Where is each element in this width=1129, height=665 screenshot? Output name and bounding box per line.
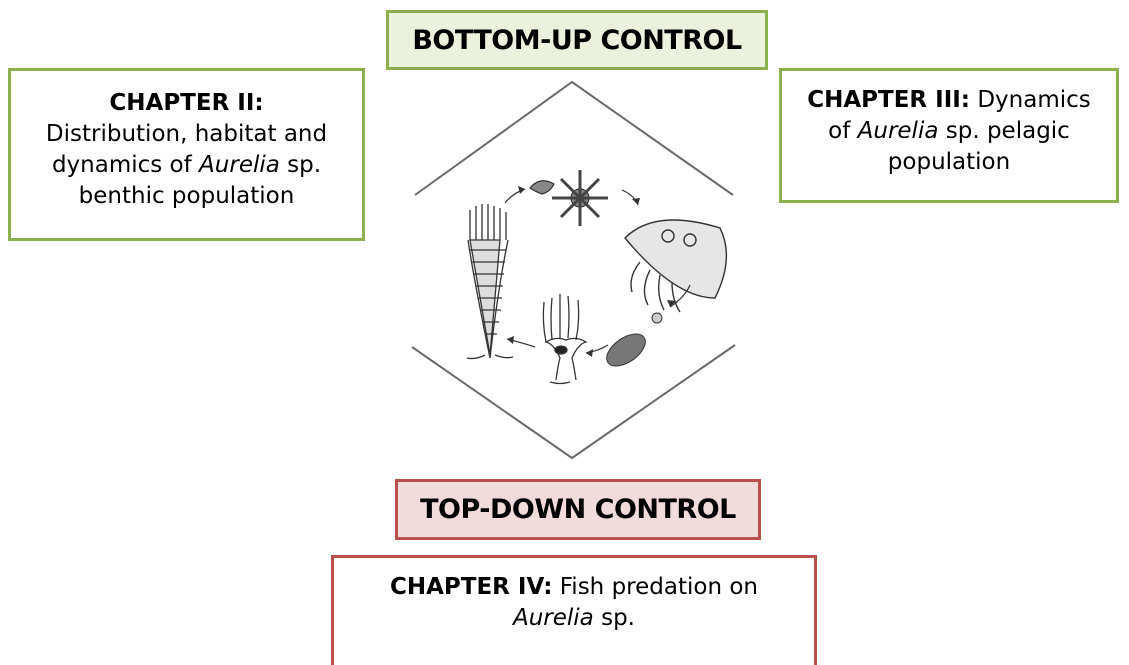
egg-illustration bbox=[652, 313, 662, 323]
diamond-top-frame bbox=[415, 82, 733, 195]
medusa-illustration bbox=[625, 220, 726, 312]
chapter-iii-heading: CHAPTER III: bbox=[807, 87, 970, 113]
ephyra-illustration bbox=[530, 170, 608, 226]
bottom-up-control-label: BOTTOM-UP CONTROL bbox=[386, 10, 768, 70]
chapter-ii-box: CHAPTER II: Distribution, habitat and dy… bbox=[8, 68, 365, 241]
polyp-illustration bbox=[543, 294, 586, 384]
arrow-heads bbox=[507, 186, 676, 357]
chapter-iv-box: CHAPTER IV: Fish predation on Aurelia sp… bbox=[331, 555, 817, 665]
planula-illustration bbox=[601, 328, 651, 373]
chapter-iv-heading: CHAPTER IV: bbox=[390, 574, 552, 600]
chapter-iii-box: CHAPTER III: Dynamics of Aurelia sp. pel… bbox=[779, 68, 1119, 203]
top-down-control-label: TOP-DOWN CONTROL bbox=[395, 479, 761, 540]
chapter-ii-heading: CHAPTER II: bbox=[109, 90, 263, 116]
strobila-illustration bbox=[467, 204, 513, 359]
